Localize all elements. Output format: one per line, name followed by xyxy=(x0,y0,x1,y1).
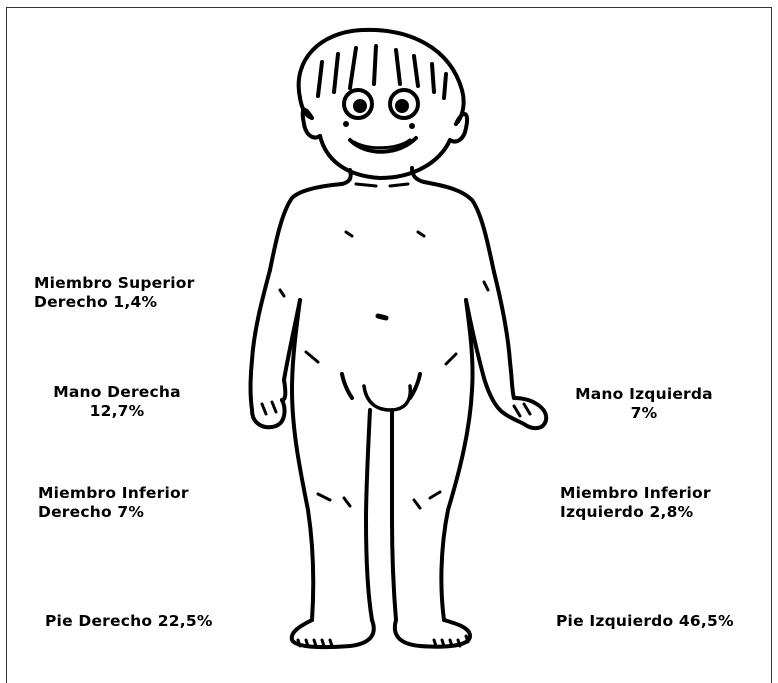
label-left-lower-limb-line2: Izquierdo 2,8% xyxy=(560,503,711,522)
head xyxy=(299,30,467,178)
label-left-hand-line1: Mano Izquierda xyxy=(560,385,728,404)
left-arm xyxy=(466,272,546,428)
label-right-lower-limb-line2: Derecho 7% xyxy=(38,503,189,522)
label-left-foot: Pie Izquierdo 46,5% xyxy=(556,612,734,631)
legs xyxy=(292,390,472,620)
label-left-foot-line1: Pie Izquierdo 46,5% xyxy=(556,612,734,631)
label-right-upper-limb-line2: Derecho 1,4% xyxy=(34,293,194,312)
label-right-foot: Pie Derecho 22,5% xyxy=(45,612,213,631)
feet xyxy=(292,620,470,647)
label-right-hand-line1: Mano Derecha xyxy=(36,383,198,402)
label-left-hand: Mano Izquierda 7% xyxy=(560,385,728,423)
label-left-hand-line2: 7% xyxy=(560,404,728,423)
label-right-hand: Mano Derecha 12,7% xyxy=(36,383,198,421)
label-left-lower-limb: Miembro Inferior Izquierdo 2,8% xyxy=(560,484,711,522)
label-right-lower-limb-line1: Miembro Inferior xyxy=(38,484,189,503)
label-right-upper-limb: Miembro Superior Derecho 1,4% xyxy=(34,274,194,312)
label-right-foot-line1: Pie Derecho 22,5% xyxy=(45,612,213,631)
label-right-hand-line2: 12,7% xyxy=(36,402,198,421)
label-right-lower-limb: Miembro Inferior Derecho 7% xyxy=(38,484,189,522)
label-right-upper-limb-line1: Miembro Superior xyxy=(34,274,194,293)
label-left-lower-limb-line1: Miembro Inferior xyxy=(560,484,711,503)
torso xyxy=(270,168,494,410)
